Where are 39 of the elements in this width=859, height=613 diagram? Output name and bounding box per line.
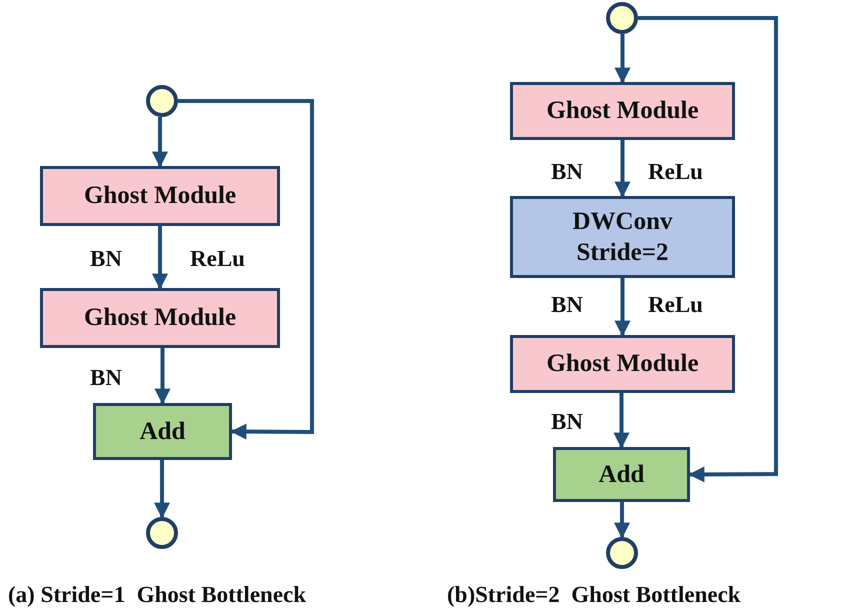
layer-label: BN [551,292,583,318]
node-text: DWConv Stride=2 [571,206,674,268]
arrow [154,348,170,405]
layer-label: BN [551,159,583,185]
process-box [93,403,232,460]
process-box [510,335,735,393]
arrow [614,34,630,84]
arrow [152,226,168,290]
process-box [510,82,735,140]
arrow [638,16,778,482]
node-text: Ghost Module [546,96,699,126]
panel-caption: (b)Stride=2 Ghost Bottleneck [447,582,741,608]
arrow [614,393,630,449]
process-box [40,288,280,348]
node-text: Ghost Module [84,181,236,212]
arrow [614,278,630,337]
arrow [178,99,314,440]
layer-label: ReLu [648,159,703,185]
layer-label: ReLu [190,246,245,272]
node-text: Ghost Module [84,303,236,334]
process-box [553,447,690,502]
arrow [152,117,168,168]
arrow [614,140,630,198]
circle-node [606,537,638,569]
layer-label: BN [90,365,122,391]
layer-label: ReLu [648,292,703,318]
arrow [614,502,630,539]
node-text: Add [140,416,186,447]
process-box [40,166,280,226]
circle-node [146,517,178,549]
process-box [510,196,735,278]
circle-node [146,85,178,117]
circle-node [606,2,638,34]
node-text: Ghost Module [546,349,699,380]
arrow [154,460,170,519]
layer-label: BN [90,246,122,272]
layer-label: BN [551,409,583,435]
node-text: Add [598,460,644,490]
panel-caption: (a) Stride=1 Ghost Bottleneck [8,582,306,608]
